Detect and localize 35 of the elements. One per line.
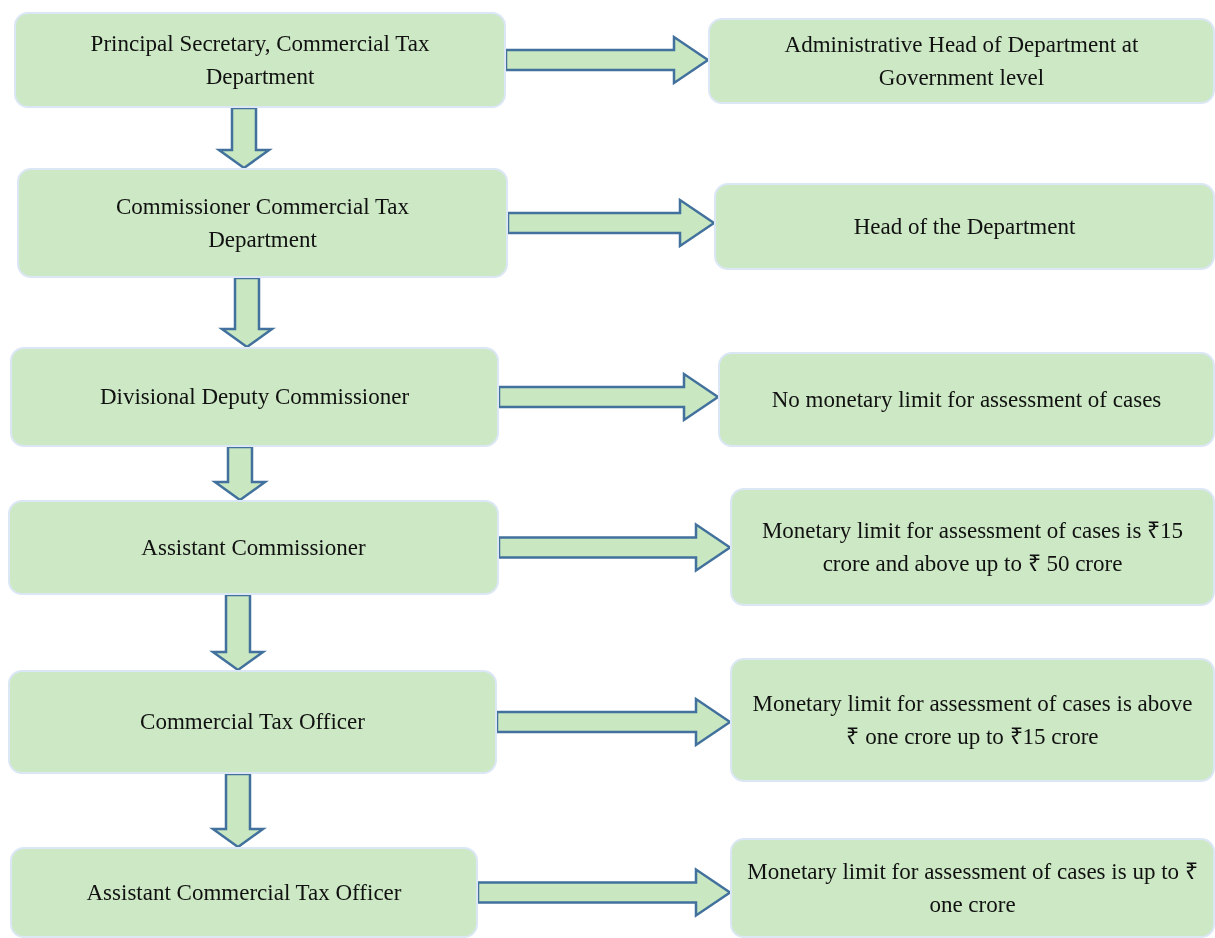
process-box — [708, 18, 1215, 104]
block-arrow — [506, 197, 717, 249]
box-text: Principal Secretary, Commercial Tax Department — [89, 29, 431, 91]
box-text: Assistant Commissioner — [141, 533, 366, 562]
process-box — [714, 183, 1215, 270]
process-box — [730, 488, 1215, 606]
box-text: Monetary limit for assessment of cases is above ₹ one crore up to ₹15 crore — [751, 689, 1194, 751]
process-box — [730, 658, 1215, 782]
process-box — [718, 352, 1215, 447]
box-text: Head of the Department — [853, 212, 1076, 241]
process-box — [8, 670, 497, 774]
box-text: Monetary limit for assessment of cases is ₹15 crore and above up to ₹ 50 crore — [760, 516, 1185, 578]
box-text: Monetary limit for assessment of cases is up to ₹ one crore — [746, 857, 1199, 919]
process-box — [10, 847, 478, 938]
block-arrow — [504, 34, 711, 86]
block-arrow — [495, 696, 733, 748]
process-box — [730, 838, 1215, 938]
process-box — [14, 12, 506, 108]
block-arrow — [215, 106, 273, 170]
box-text: Divisional Deputy Commissioner — [99, 383, 410, 412]
process-box — [10, 347, 499, 447]
box-text: Commercial Tax Officer — [140, 708, 365, 737]
box-text: Commissioner Commercial Tax Department — [114, 192, 411, 254]
block-arrow — [218, 276, 276, 349]
block-arrow — [209, 593, 267, 672]
block-arrow — [209, 772, 267, 849]
box-text: Administrative Head of Department at Government level — [783, 30, 1140, 92]
process-box — [8, 500, 499, 595]
box-text: Assistant Commercial Tax Officer — [86, 878, 402, 907]
process-box — [17, 168, 508, 278]
box-text: No monetary limit for assessment of cases — [771, 385, 1162, 414]
block-arrow — [497, 522, 733, 573]
block-arrow — [497, 371, 721, 423]
block-arrow — [476, 867, 733, 918]
block-arrow — [211, 445, 269, 502]
